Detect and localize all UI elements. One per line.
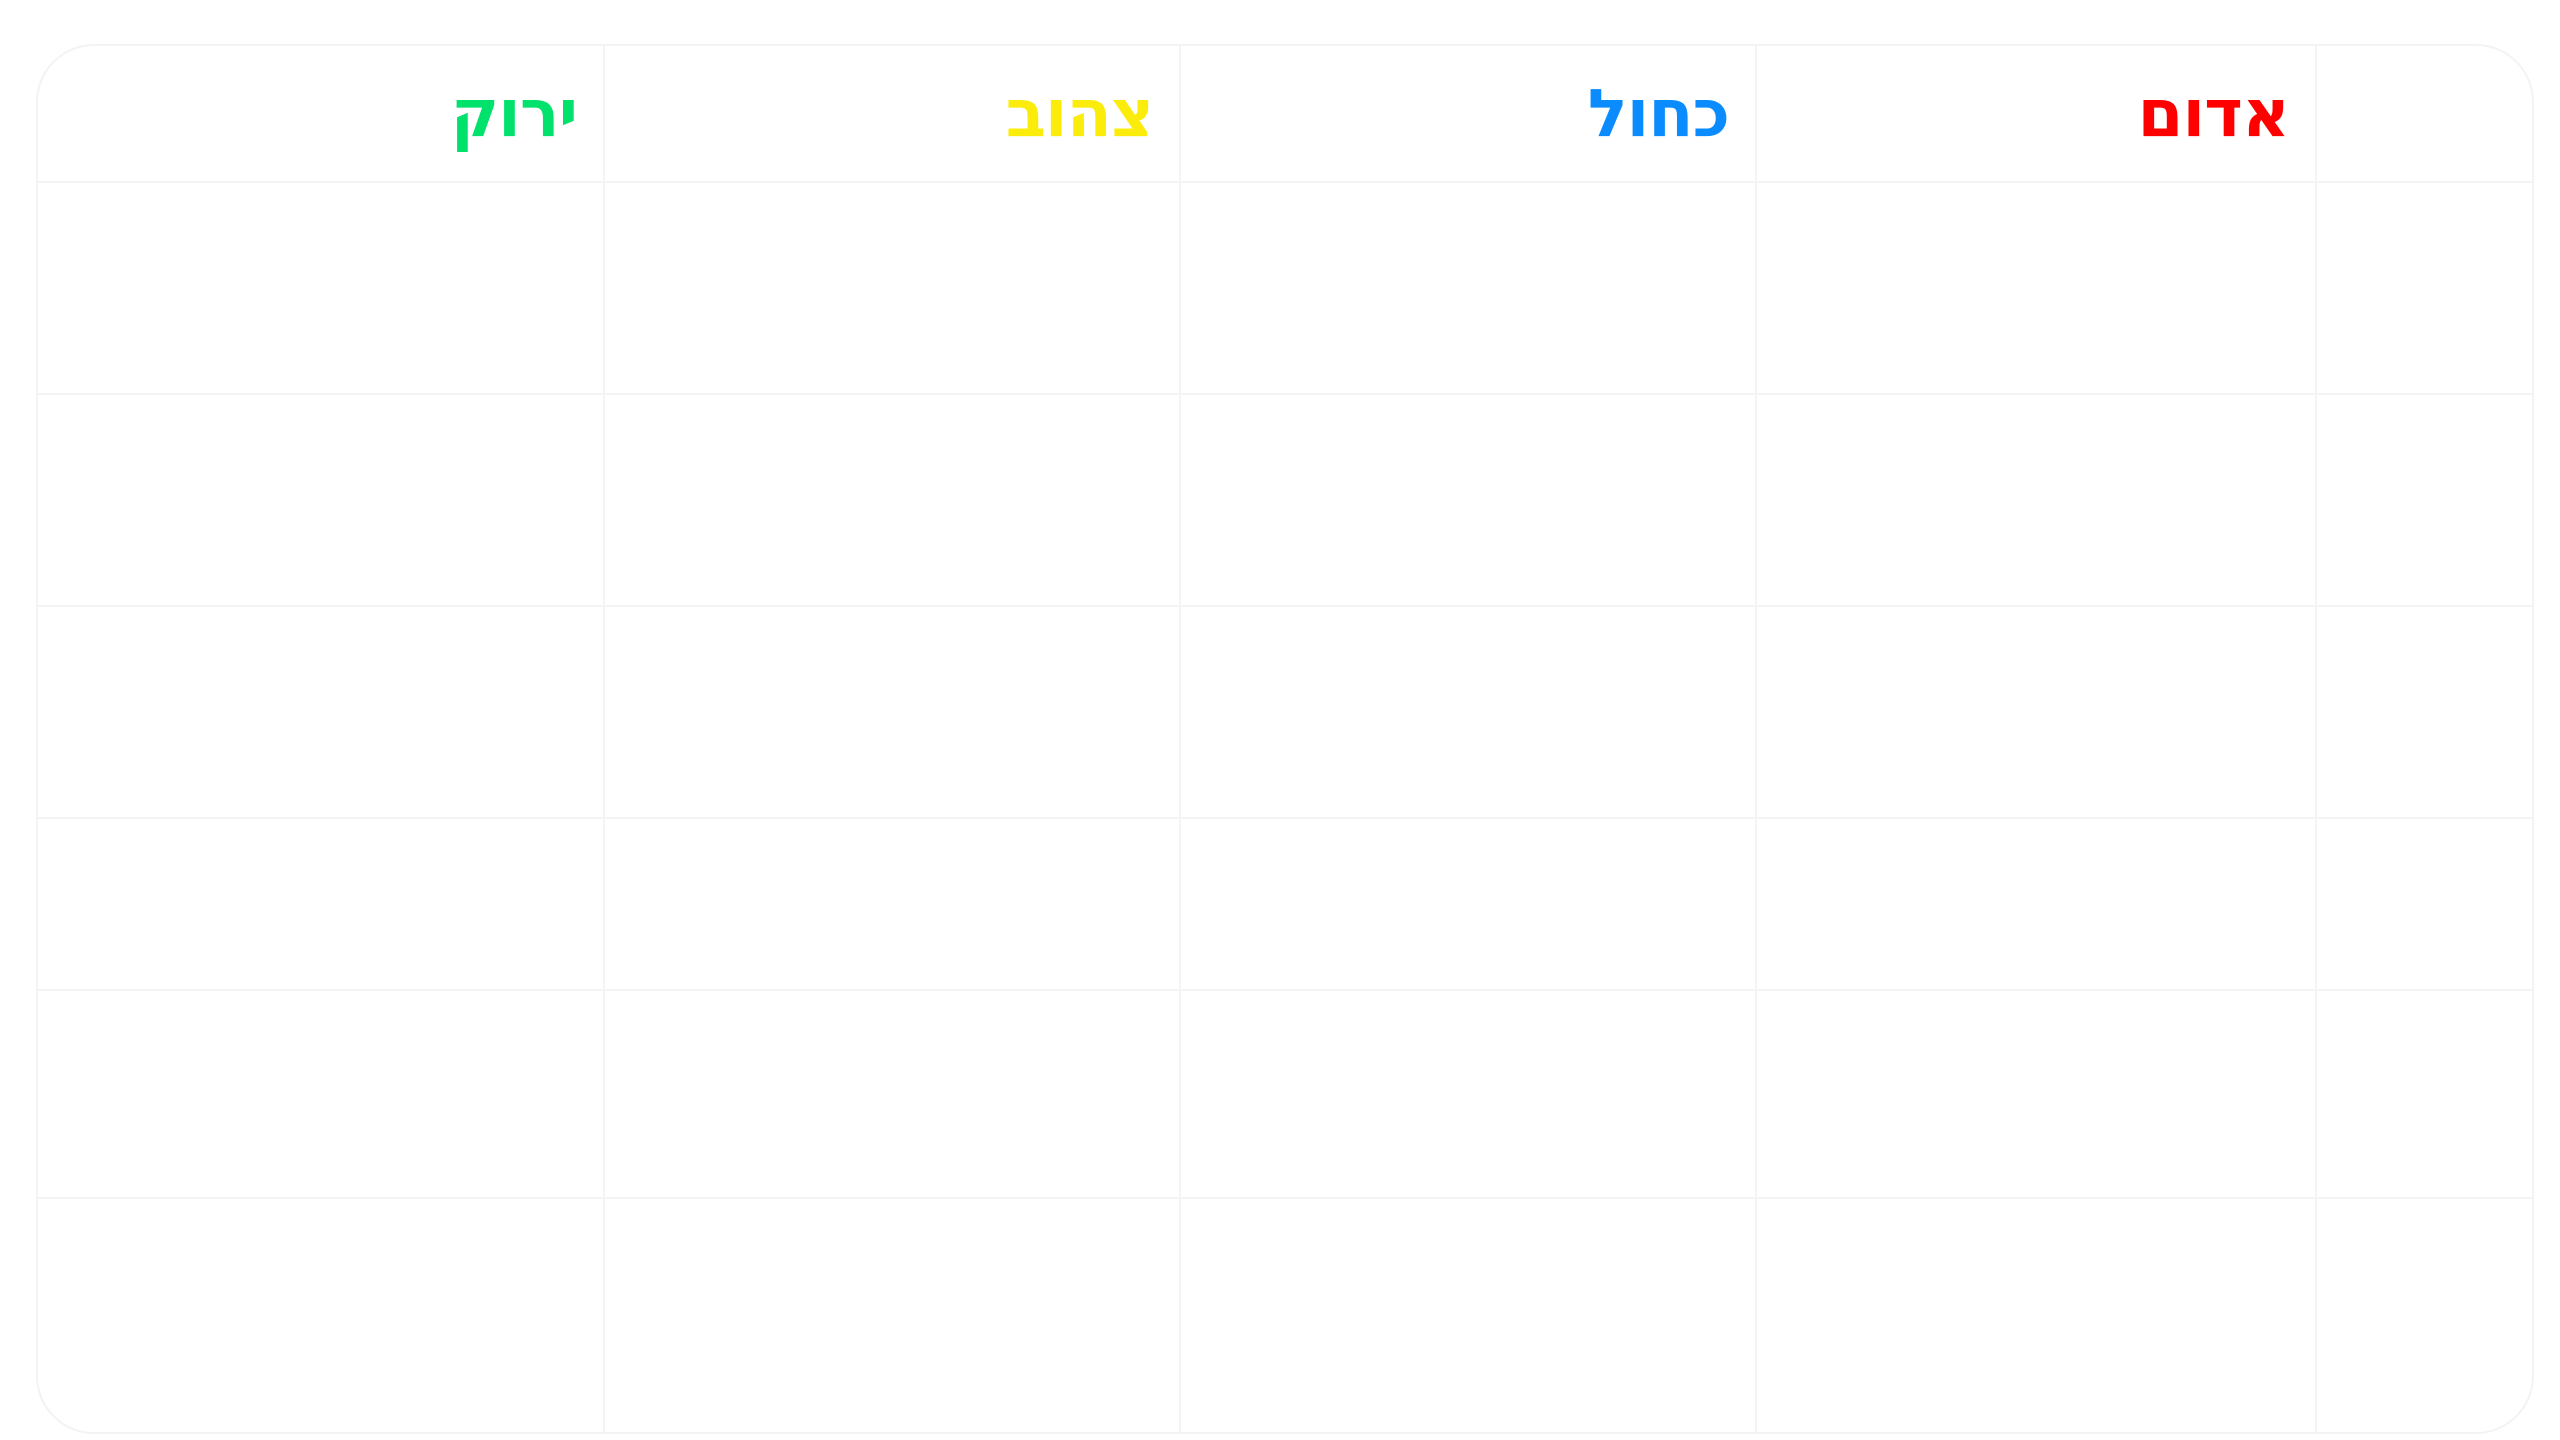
- cell-blue: [1179, 1197, 1757, 1432]
- row-label: [2315, 1197, 2532, 1432]
- table-row: [38, 989, 2532, 1199]
- cell-green: [38, 817, 605, 991]
- column-header-yellow: צהוב: [603, 46, 1181, 183]
- cell-green: [38, 1197, 605, 1432]
- cell-green: [38, 393, 605, 607]
- row-label: [2315, 989, 2532, 1199]
- column-header-red: אדום: [1755, 46, 2317, 183]
- table-row: [38, 1197, 2532, 1432]
- cell-red: [1755, 181, 2317, 395]
- corner-cell: [2315, 46, 2532, 183]
- cell-blue: [1179, 817, 1757, 991]
- cell-yellow: [603, 181, 1181, 395]
- cell-yellow: [603, 989, 1181, 1199]
- column-header-green: ירוק: [38, 46, 605, 183]
- table-row: [38, 393, 2532, 607]
- cell-blue: [1179, 989, 1757, 1199]
- comparison-table-frame: אדום כחול צהוב ירוק: [36, 44, 2534, 1434]
- cell-yellow: [603, 1197, 1181, 1432]
- table-row: [38, 817, 2532, 991]
- color-comparison-table: אדום כחול צהוב ירוק: [38, 46, 2532, 1432]
- cell-green: [38, 605, 605, 819]
- row-label: [2315, 817, 2532, 991]
- cell-green: [38, 181, 605, 395]
- cell-red: [1755, 393, 2317, 607]
- row-label: [2315, 605, 2532, 819]
- header-row: אדום כחול צהוב ירוק: [38, 46, 2532, 183]
- table-row: [38, 605, 2532, 819]
- cell-yellow: [603, 605, 1181, 819]
- cell-yellow: [603, 817, 1181, 991]
- cell-blue: [1179, 181, 1757, 395]
- cell-blue: [1179, 605, 1757, 819]
- cell-yellow: [603, 393, 1181, 607]
- row-label: [2315, 393, 2532, 607]
- cell-red: [1755, 989, 2317, 1199]
- row-label: [2315, 181, 2532, 395]
- cell-red: [1755, 817, 2317, 991]
- column-header-blue: כחול: [1179, 46, 1757, 183]
- cell-red: [1755, 1197, 2317, 1432]
- cell-blue: [1179, 393, 1757, 607]
- table-row: [38, 181, 2532, 395]
- cell-red: [1755, 605, 2317, 819]
- cell-green: [38, 989, 605, 1199]
